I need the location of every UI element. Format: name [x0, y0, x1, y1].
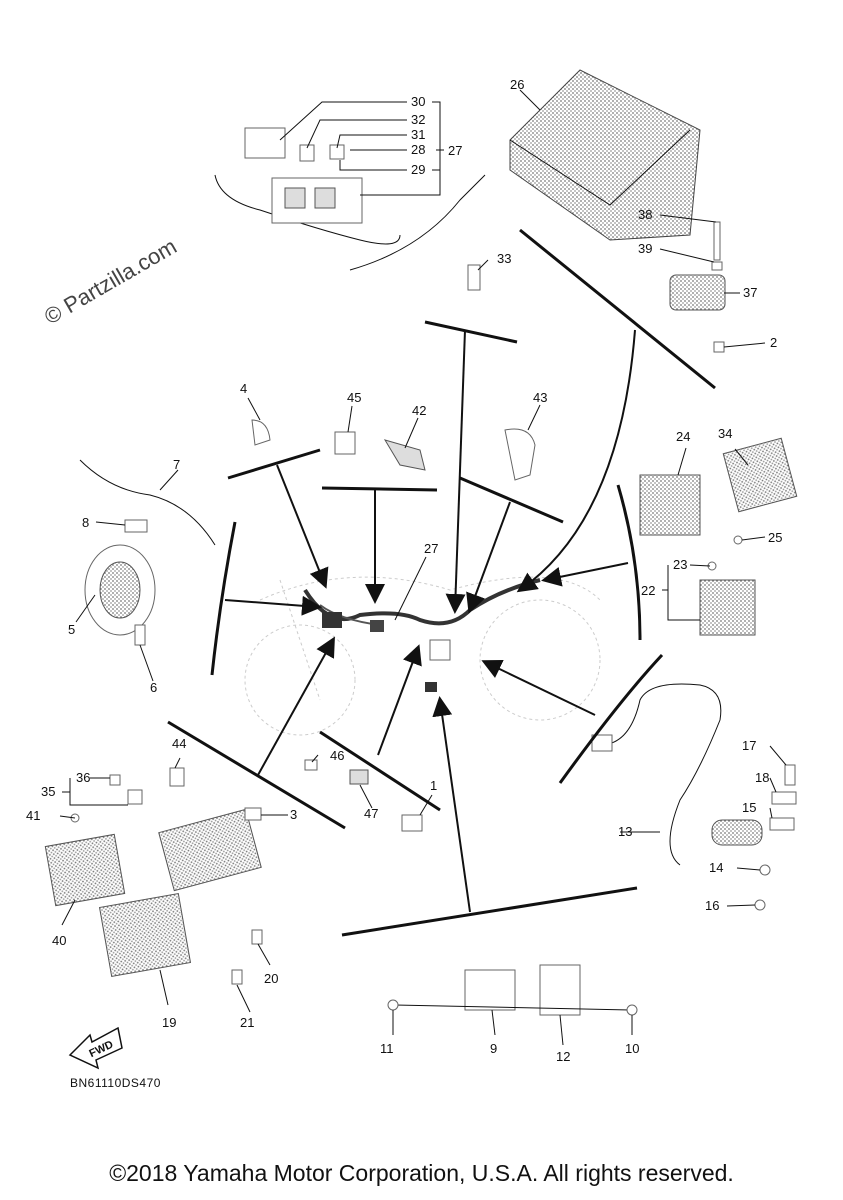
- label-40: 40: [52, 933, 66, 948]
- label-39: 39: [638, 241, 652, 256]
- label-10: 10: [625, 1041, 639, 1056]
- label-38: 38: [638, 207, 652, 222]
- label-24: 24: [676, 429, 690, 444]
- label-45: 45: [347, 390, 361, 405]
- relay-group: [44, 767, 263, 985]
- copyright-notice: ©2018 Yamaha Motor Corporation, U.S.A. A…: [109, 1160, 734, 1186]
- diagram-code: BN61110DS470: [70, 1076, 161, 1090]
- frame-outline: [244, 576, 601, 736]
- label-31: 31: [411, 127, 425, 142]
- label-23: 23: [673, 557, 687, 572]
- label-21: 21: [240, 1015, 254, 1030]
- label-27-top: 27: [448, 143, 462, 158]
- label-20: 20: [264, 971, 278, 986]
- label-33: 33: [497, 251, 511, 266]
- clamp-parts: [304, 759, 423, 832]
- label-12: 12: [556, 1049, 570, 1064]
- label-41: 41: [26, 808, 40, 823]
- label-18: 18: [755, 770, 769, 785]
- label-16: 16: [705, 898, 719, 913]
- label-46: 46: [330, 748, 344, 763]
- label-3: 3: [290, 807, 297, 822]
- sub-harness-assembly: [214, 127, 486, 271]
- label-8: 8: [82, 515, 89, 530]
- label-6: 6: [150, 680, 157, 695]
- label-43: 43: [533, 390, 547, 405]
- label-42: 42: [412, 403, 426, 418]
- label-28: 28: [411, 142, 425, 157]
- label-26: 26: [510, 77, 524, 92]
- label-11: 11: [380, 1041, 394, 1056]
- part-labels: 30 32 31 28 27 29 26 38 39 37 2 33 4 45 …: [26, 77, 782, 1064]
- label-1: 1: [430, 778, 437, 793]
- label-25: 25: [768, 530, 782, 545]
- sensor-group: [591, 683, 797, 911]
- label-7: 7: [173, 457, 180, 472]
- leader-lines: [59, 89, 787, 1046]
- label-35: 35: [41, 784, 55, 799]
- label-9: 9: [490, 1041, 497, 1056]
- label-30: 30: [411, 94, 425, 109]
- label-13: 13: [618, 824, 632, 839]
- small-parts-top: [251, 264, 536, 481]
- wire-harness: [303, 578, 541, 692]
- label-5: 5: [68, 622, 75, 637]
- horn-group: [79, 459, 216, 646]
- fwd-arrow: FWD: [68, 1026, 123, 1070]
- label-32: 32: [411, 112, 425, 127]
- battery: [509, 69, 701, 241]
- label-22: 22: [641, 583, 655, 598]
- label-19: 19: [162, 1015, 176, 1030]
- watermark: © Partzilla.com: [40, 234, 181, 330]
- starter-relay-group: [387, 964, 638, 1016]
- label-4: 4: [240, 381, 247, 396]
- label-37: 37: [743, 285, 757, 300]
- label-17: 17: [742, 738, 756, 753]
- label-34: 34: [718, 426, 732, 441]
- label-44: 44: [172, 736, 186, 751]
- label-29: 29: [411, 162, 425, 177]
- fuse-box-group: [669, 221, 726, 353]
- label-27-main: 27: [424, 541, 438, 556]
- label-2: 2: [770, 335, 777, 350]
- label-47: 47: [364, 806, 378, 821]
- label-15: 15: [742, 800, 756, 815]
- label-14: 14: [709, 860, 723, 875]
- bracket-lines: [167, 228, 716, 937]
- label-36: 36: [76, 770, 90, 785]
